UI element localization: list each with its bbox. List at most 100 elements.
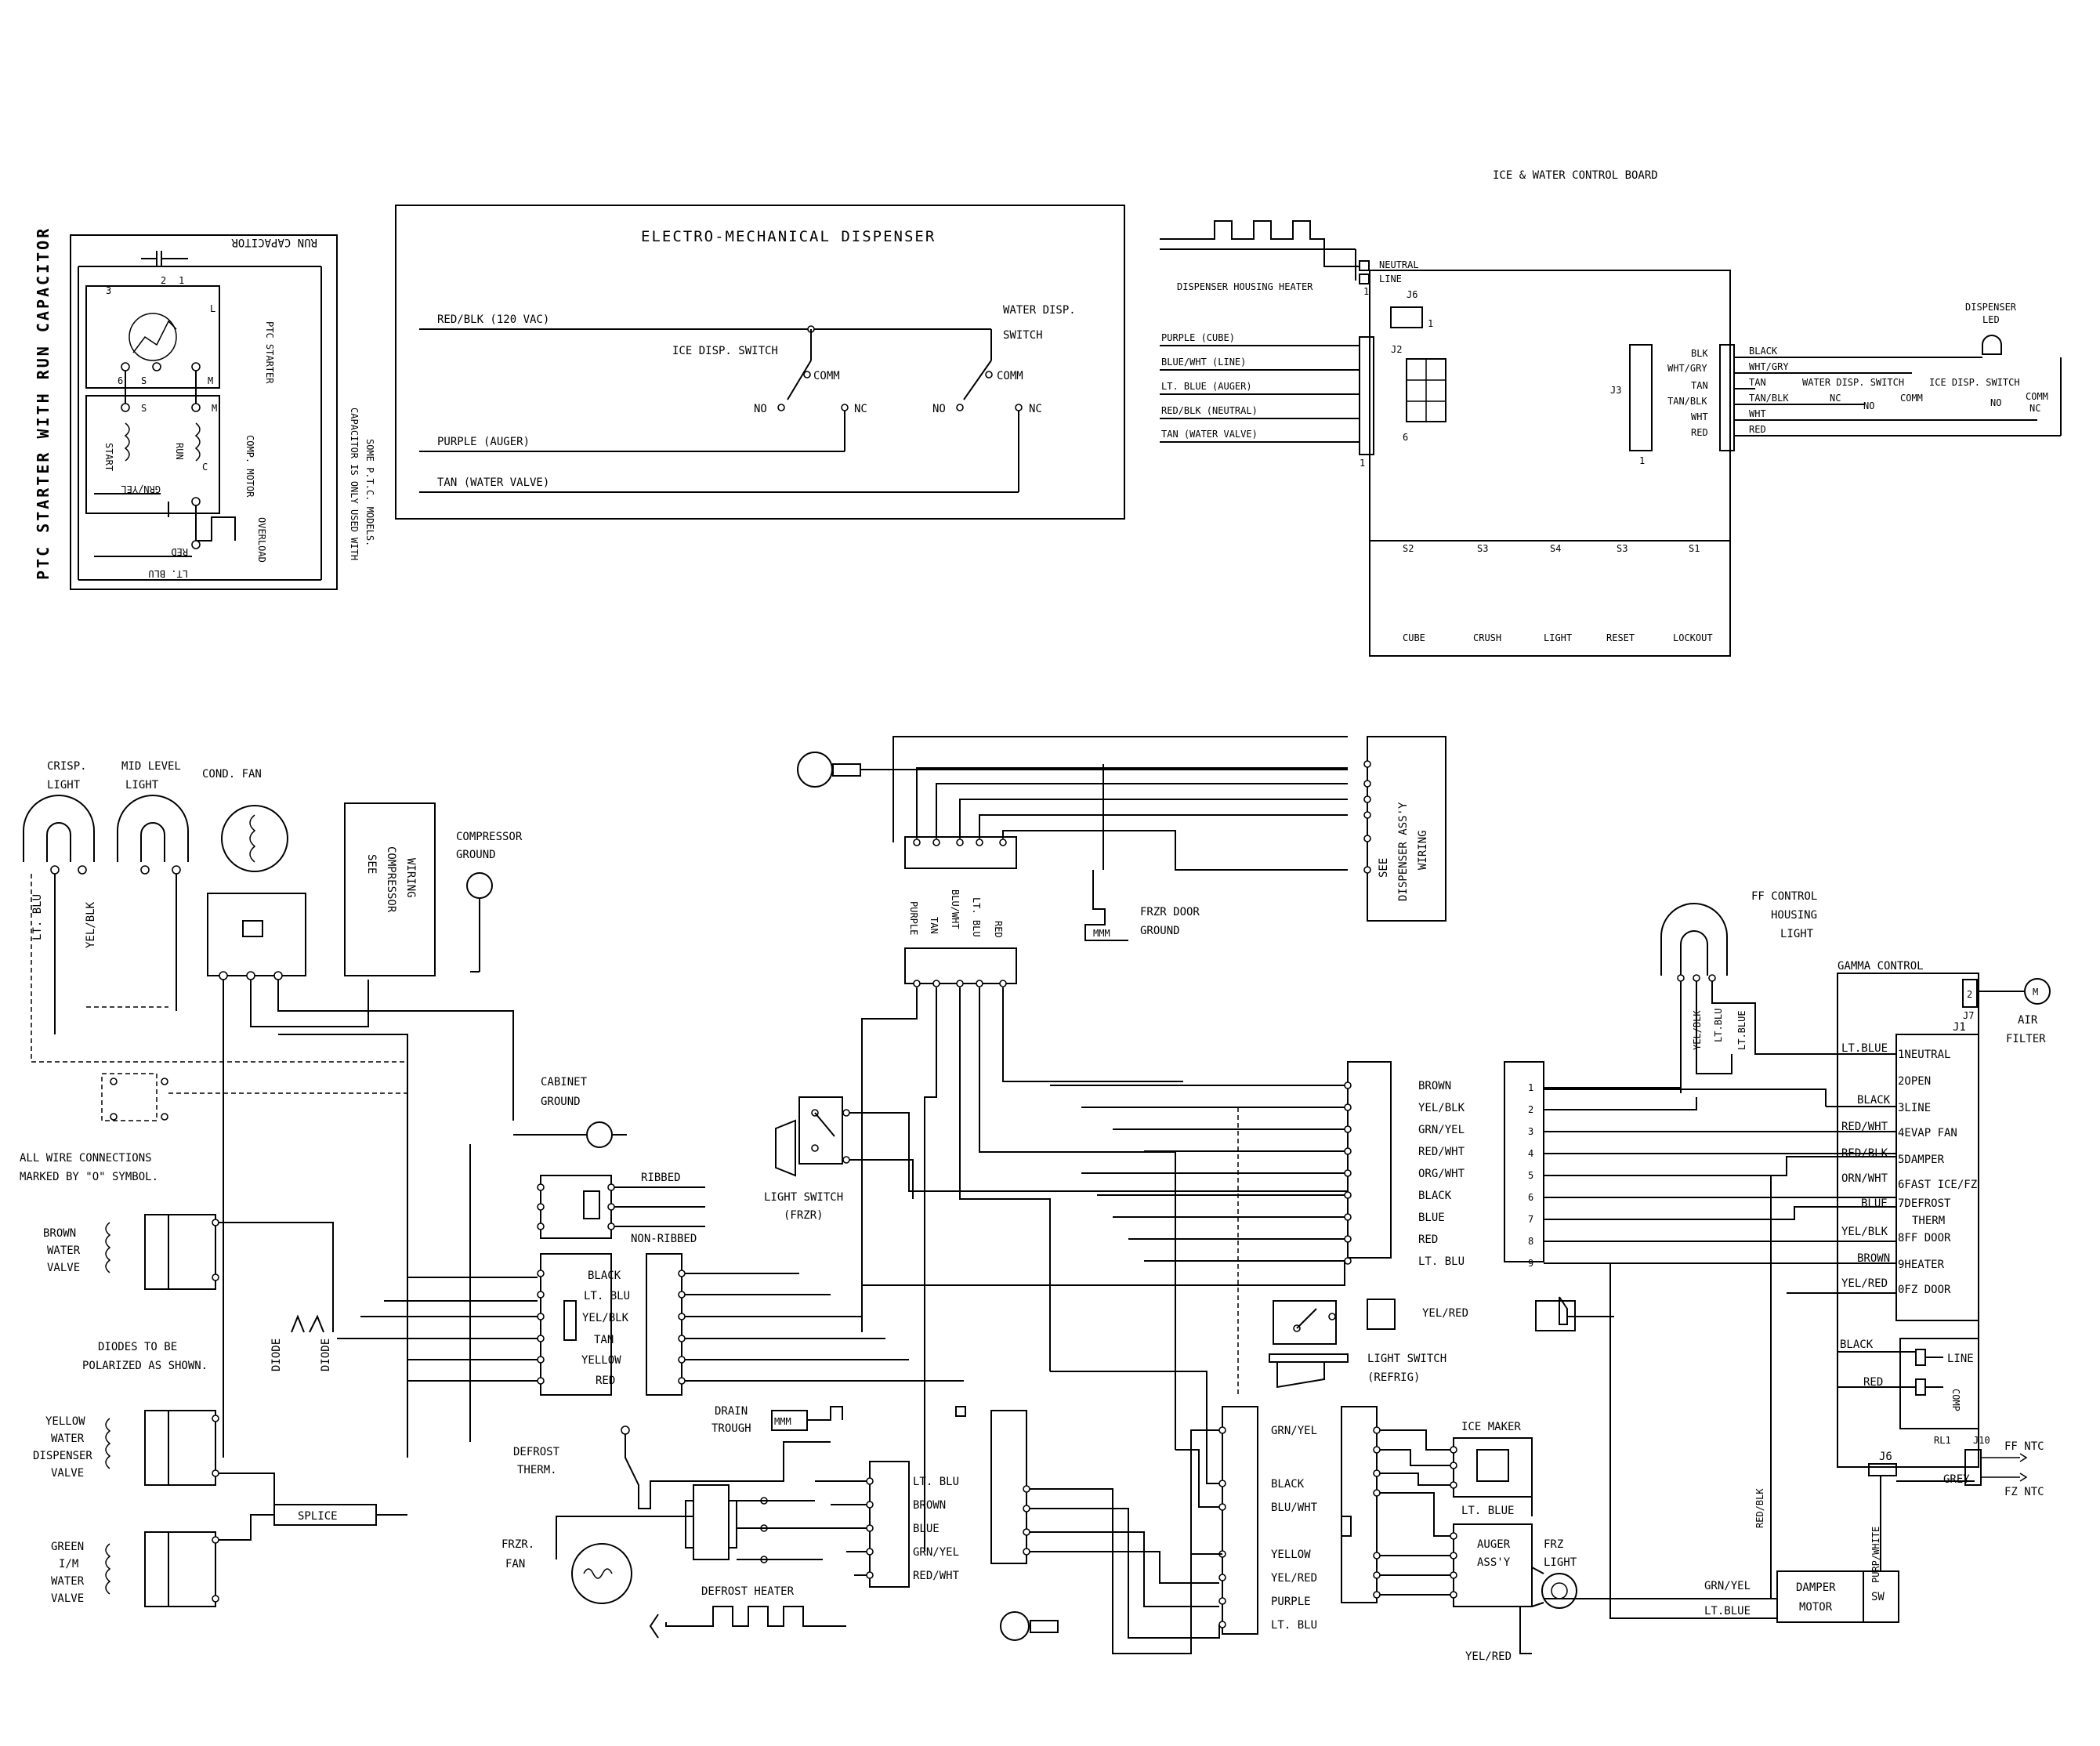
svg-text:BROWN: BROWN — [43, 1227, 76, 1240]
svg-text:YEL/RED: YEL/RED — [1465, 1650, 1512, 1663]
svg-text:DISPENSER: DISPENSER — [33, 1450, 92, 1462]
svg-text:VALVE: VALVE — [51, 1467, 84, 1480]
svg-text:RED/WHT: RED/WHT — [1841, 1121, 1888, 1133]
svg-text:COMPRESSOR: COMPRESSOR — [456, 831, 523, 843]
svg-text:FAN: FAN — [505, 1558, 525, 1570]
svg-text:J10: J10 — [1973, 1435, 1990, 1446]
svg-text:THERM: THERM — [1912, 1215, 1945, 1227]
svg-text:9HEATER: 9HEATER — [1898, 1259, 1945, 1271]
svg-text:LINE: LINE — [1947, 1353, 1974, 1365]
svg-text:BROWN: BROWN — [1418, 1080, 1451, 1092]
svg-text:YEL/BLK: YEL/BLK — [85, 901, 97, 948]
svg-text:TAN/BLK: TAN/BLK — [1749, 393, 1789, 404]
svg-text:NO: NO — [754, 403, 767, 415]
svg-text:S4: S4 — [1550, 543, 1561, 554]
dispenser-frame — [395, 205, 1125, 520]
svg-text:1NEUTRAL: 1NEUTRAL — [1898, 1049, 1950, 1061]
compressor-ground-icon — [466, 872, 493, 899]
svg-text:CABINET: CABINET — [541, 1076, 588, 1089]
svg-text:3LINE: 3LINE — [1898, 1102, 1931, 1114]
svg-text:ORN/WHT: ORN/WHT — [1841, 1172, 1888, 1185]
svg-text:BROWN: BROWN — [913, 1499, 946, 1512]
grn-yel-label: GRN/YEL — [121, 484, 161, 494]
svg-text:S1: S1 — [1689, 543, 1700, 554]
svg-text:NO: NO — [1990, 397, 2001, 408]
svg-text:8FF DOOR: 8FF DOOR — [1898, 1232, 1951, 1244]
defrost-heater-icon — [665, 1606, 823, 1627]
svg-text:M: M — [2033, 987, 2038, 998]
ptc-starter-label: PTC STARTER — [264, 321, 275, 384]
svg-text:NC: NC — [854, 403, 867, 415]
svg-text:LT.BLUE: LT.BLUE — [1841, 1042, 1888, 1055]
svg-text:YEL/BLK: YEL/BLK — [1418, 1102, 1465, 1114]
svg-text:BLU/WHT: BLU/WHT — [1271, 1501, 1318, 1514]
lt-blu-label: LT. BLU — [148, 568, 188, 579]
svg-text:RED: RED — [1418, 1233, 1438, 1246]
svg-text:L: L — [210, 303, 215, 314]
svg-text:SEE: SEE — [1378, 858, 1390, 878]
svg-text:BLACK: BLACK — [1749, 346, 1778, 357]
ptc-side-title: PTC STARTER WITH RUN CAPACITOR — [34, 226, 52, 580]
defrost-therm-icon — [621, 1425, 630, 1435]
svg-text:ALL WIRE CONNECTIONS: ALL WIRE CONNECTIONS — [20, 1152, 152, 1165]
svg-text:2: 2 — [1967, 989, 1972, 1000]
svg-text:WATER: WATER — [51, 1433, 85, 1445]
board-left-wires: PURPLE (CUBE) BLUE/WHT (LINE) LT. BLUE (… — [1160, 332, 1360, 443]
svg-text:WHT/GRY: WHT/GRY — [1749, 361, 1789, 372]
svg-text:POLARIZED AS SHOWN.: POLARIZED AS SHOWN. — [82, 1360, 208, 1372]
svg-text:C: C — [202, 462, 208, 473]
svg-text:TAN: TAN — [1691, 380, 1708, 391]
svg-text:THERM.: THERM. — [517, 1464, 557, 1476]
damper-motor-box — [1776, 1570, 1864, 1623]
cond-fan-icon — [221, 805, 288, 872]
red-blk-label: RED/BLK (120 VAC) — [437, 313, 549, 326]
water-disp-label-1: WATER DISP. — [1003, 304, 1076, 317]
cabinet-ground-icon — [586, 1121, 613, 1148]
svg-text:9: 9 — [1528, 1258, 1533, 1269]
comp-motor-label: COMP. MOTOR — [244, 435, 255, 498]
svg-text:NO: NO — [1863, 400, 1874, 411]
ptc-frame — [70, 234, 338, 590]
svg-text:COMM: COMM — [1900, 393, 1923, 404]
see-compressor-box — [344, 802, 436, 976]
svg-text:COMM: COMM — [2026, 391, 2048, 402]
svg-text:BLACK: BLACK — [588, 1270, 621, 1282]
svg-text:GRN/YEL: GRN/YEL — [1271, 1425, 1317, 1437]
svg-text:GREY: GREY — [1943, 1473, 1970, 1486]
svg-text:ASS'Y: ASS'Y — [1477, 1556, 1511, 1569]
svg-text:(REFRIG): (REFRIG) — [1367, 1371, 1420, 1384]
svg-text:HOUSING: HOUSING — [1771, 909, 1817, 922]
svg-text:RIBBED: RIBBED — [641, 1172, 681, 1184]
svg-text:ICE MAKER: ICE MAKER — [1461, 1421, 1521, 1433]
svg-text:PURPLE: PURPLE — [1271, 1596, 1311, 1608]
svg-text:VALVE: VALVE — [47, 1262, 80, 1274]
svg-text:WHT: WHT — [1691, 411, 1708, 422]
fan-conn-labels: LT. BLU BROWN BLUE GRN/YEL RED/WHT — [913, 1476, 960, 1582]
svg-text:SEE: SEE — [365, 854, 378, 874]
svg-text:RL1: RL1 — [1934, 1435, 1951, 1446]
svg-text:S: S — [141, 375, 147, 386]
svg-text:J1: J1 — [1953, 1021, 1966, 1034]
svg-text:J6: J6 — [1407, 289, 1418, 300]
auger-assy-box — [1453, 1523, 1533, 1607]
svg-text:LINE: LINE — [1379, 273, 1402, 284]
svg-text:LT.BLU: LT.BLU — [1713, 1009, 1724, 1042]
capacitor-note-1: CAPACITOR IS ONLY USED WITH — [349, 408, 360, 560]
tan-water-valve-label: TAN (WATER VALVE) — [437, 476, 549, 489]
svg-text:MID LEVEL: MID LEVEL — [121, 760, 181, 773]
svg-text:2: 2 — [161, 275, 166, 286]
svg-text:FF CONTROL: FF CONTROL — [1751, 890, 1817, 903]
svg-text:TAN (WATER VALVE): TAN (WATER VALVE) — [1161, 429, 1258, 440]
svg-text:YEL/RED: YEL/RED — [1422, 1307, 1468, 1320]
svg-text:LIGHT: LIGHT — [1544, 1556, 1577, 1569]
svg-text:YELLOW: YELLOW — [1271, 1549, 1311, 1561]
mid-light-icon — [117, 795, 189, 862]
svg-text:FRZ: FRZ — [1544, 1538, 1563, 1551]
svg-text:DISPENSER: DISPENSER — [1965, 302, 2017, 313]
svg-text:J7: J7 — [1963, 1010, 1974, 1021]
svg-text:FF NTC: FF NTC — [2004, 1440, 2044, 1453]
svg-text:ICE DISP. SWITCH: ICE DISP. SWITCH — [1929, 377, 2020, 388]
svg-text:1: 1 — [179, 275, 184, 286]
svg-text:BLU/WHT: BLU/WHT — [950, 889, 961, 929]
capacitor-note-2: SOME P.T.C. MODELS. — [364, 439, 375, 546]
